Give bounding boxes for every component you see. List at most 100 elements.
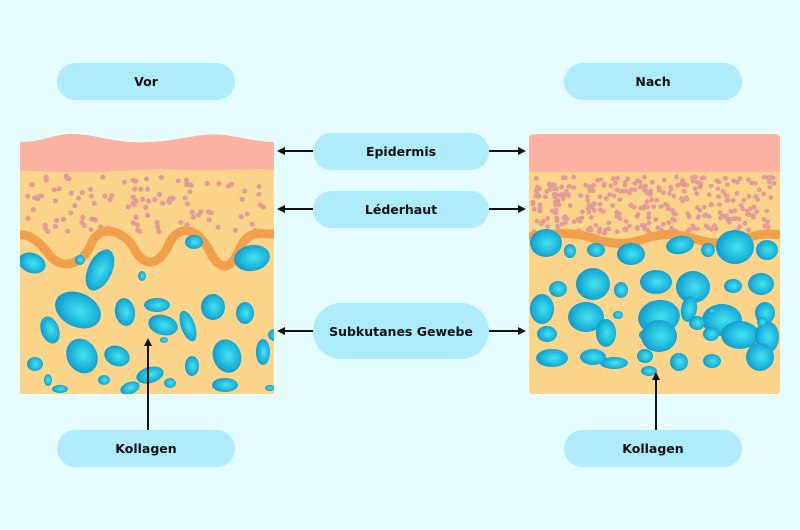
dermis-dot (613, 180, 619, 186)
dermis-dot (601, 209, 606, 215)
dermis-dot (638, 184, 643, 190)
dermis-dot (644, 190, 650, 196)
fat-cell (637, 349, 653, 363)
dermis-dot (593, 222, 599, 228)
dermis-dot (646, 211, 652, 217)
dermis-dot (166, 199, 172, 205)
dermis-dot (72, 202, 78, 209)
dermis-dot (205, 209, 211, 215)
dermis-dot (737, 176, 743, 182)
dermis-dot (545, 224, 550, 229)
fat-cell (568, 302, 604, 332)
dermis-dot (616, 211, 622, 217)
dermis-dot (91, 200, 97, 206)
dermis-dot (53, 217, 60, 224)
dermis-dot (622, 182, 628, 188)
fat-cell (640, 270, 672, 294)
collagen-after-label-text: Kollagen (622, 441, 684, 456)
dermis-dot (737, 224, 743, 230)
dermis-dot (634, 213, 640, 219)
dermis-dot (728, 208, 734, 214)
dermis-dot (591, 182, 597, 188)
fat-cell (52, 385, 68, 393)
dermis-dot (184, 182, 190, 188)
epidermis-label-text: Epidermis (365, 144, 437, 159)
dermis-dot (762, 223, 768, 229)
dermis-dot (125, 204, 131, 210)
dermis-dot (242, 188, 248, 194)
dermis-dot (753, 181, 758, 186)
fat-cell (185, 235, 203, 249)
dermis-dot (642, 174, 647, 180)
fat-cell (236, 302, 254, 324)
dermis-dot (698, 181, 704, 186)
dermis-dot (753, 194, 758, 199)
dermis-dot (722, 175, 728, 181)
dermis-dot (244, 211, 250, 217)
dermis-dot (627, 189, 633, 195)
dermis-dot (64, 228, 71, 234)
dermis-dot (770, 175, 776, 181)
dermis-dot (610, 176, 616, 181)
dermis-dot (695, 215, 701, 220)
fat-cell (265, 385, 274, 391)
dermis-dot (690, 223, 696, 229)
dermis-dot (675, 182, 681, 188)
dermis-dot (644, 199, 650, 205)
dermis-dot (761, 174, 767, 180)
fat-cell (20, 252, 46, 274)
fat-cell (212, 378, 238, 392)
dermis-dot (121, 179, 128, 185)
dermis-dot (632, 187, 638, 192)
dermis-dot (671, 210, 677, 216)
dermis-dot (154, 219, 160, 226)
fat-cell (114, 298, 136, 326)
fat-cell (268, 329, 274, 341)
dermis-dot (703, 212, 709, 218)
dermis-dot (256, 183, 262, 190)
dermis-dot (706, 192, 712, 198)
dermis-dot (564, 216, 570, 222)
dermis-dot (610, 203, 616, 208)
fat-cell (179, 310, 197, 342)
fat-cell (680, 296, 698, 322)
dermis-dot (134, 222, 140, 228)
dermis-dot (587, 225, 593, 231)
dermis-dot (554, 218, 560, 224)
dermis-dot (189, 209, 195, 215)
dermis-dot (537, 202, 543, 208)
fat-cell (600, 357, 628, 369)
dermis-dot (751, 204, 757, 210)
dermis-dot (25, 193, 31, 199)
fat-cell (689, 316, 705, 330)
dermis-dot (670, 216, 676, 222)
fat-cell (66, 338, 98, 374)
dermis-dot (130, 194, 136, 200)
dermis-dot (764, 208, 770, 214)
dermis-dot (741, 197, 747, 203)
dermis-dot (169, 195, 175, 201)
dermis-dot (726, 217, 732, 223)
dermis-dot (88, 226, 94, 233)
dermis-dot (724, 182, 730, 187)
fat-cell (185, 356, 199, 376)
before-label-text: Vor (134, 74, 158, 89)
dermis-dot (43, 177, 49, 183)
dermis-dot (56, 185, 62, 192)
dermis-dot (51, 187, 57, 193)
fat-cell (44, 374, 52, 386)
dermis-dot (594, 177, 600, 183)
dermis-dot (668, 184, 674, 190)
dermis-dot (182, 195, 188, 201)
dermis-dot (730, 198, 736, 204)
dermis-dot (642, 223, 648, 228)
dermis-dot (598, 177, 604, 183)
dermis-dot (542, 194, 548, 200)
dermis-dot (656, 185, 662, 190)
dermis-dot (42, 222, 48, 228)
dermis-dot (643, 183, 648, 189)
dermis-dot (586, 203, 592, 208)
dermis-dot (761, 191, 767, 197)
dermis-dot (744, 208, 750, 214)
